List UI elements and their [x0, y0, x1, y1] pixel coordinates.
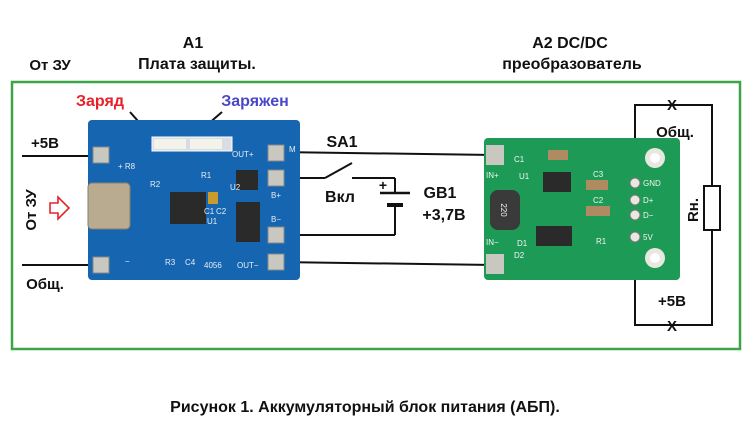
svg-text:R3: R3 [165, 258, 176, 267]
svg-text:U1: U1 [519, 172, 530, 181]
svg-text:−: − [125, 257, 130, 266]
battery-plus: + [379, 177, 387, 193]
source-label-top: От ЗУ [29, 57, 71, 74]
svg-text:IN+: IN+ [486, 171, 499, 180]
svg-text:C3: C3 [593, 170, 604, 179]
switch-id: SA1 [326, 134, 357, 151]
charging-led [154, 139, 186, 149]
board-a2-dcdc: 220 C1 IN+ U1 C3 C2 GND D+ D− 5V IN− D1 … [484, 138, 680, 280]
chip-u2 [236, 170, 258, 190]
svg-text:C2: C2 [216, 207, 227, 216]
charging-label: Заряд [76, 93, 124, 110]
switch-on-label: Вкл [325, 189, 355, 206]
board-a1-protection: + R8 OUT+ M B+ B− OUT− 4056 R1 R2 R3 C4 … [87, 120, 300, 280]
svg-text:+ R8: + R8 [118, 162, 136, 171]
svg-text:GND: GND [643, 179, 661, 188]
svg-text:OUT+: OUT+ [232, 150, 254, 159]
svg-text:C1: C1 [514, 155, 525, 164]
svg-text:D−: D− [643, 211, 654, 220]
svg-text:5V: 5V [643, 233, 653, 242]
usb-c-connector [87, 182, 131, 230]
inductor [490, 190, 520, 230]
svg-text:B−: B− [271, 215, 281, 224]
load-label: Rн. [685, 198, 702, 222]
common-right-label: Общ. [656, 124, 694, 141]
cross-mark-top: X [667, 97, 677, 114]
svg-text:C2: C2 [593, 196, 604, 205]
svg-text:U1: U1 [207, 217, 218, 226]
svg-text:D+: D+ [643, 196, 654, 205]
battery-voltage: +3,7В [422, 207, 465, 224]
plus5v-left-label: +5В [31, 135, 59, 152]
chip-mosfet [236, 202, 260, 242]
svg-text:M: M [289, 145, 296, 154]
a1-id: A1 [183, 35, 204, 52]
switch-contact [324, 162, 353, 179]
svg-text:4056: 4056 [204, 261, 222, 270]
a1-name: Плата защиты. [138, 56, 256, 73]
svg-text:U2: U2 [230, 183, 241, 192]
charged-label: Заряжен [221, 93, 289, 110]
diagram-frame [10, 80, 742, 351]
source-label-side: От ЗУ [23, 189, 40, 231]
a2-name: преобразователь [502, 56, 642, 73]
chip-u1 [170, 192, 206, 224]
svg-text:C1: C1 [204, 207, 215, 216]
load-resistor [703, 185, 721, 231]
svg-text:220: 220 [499, 203, 508, 217]
charged-led [190, 139, 222, 149]
svg-text:D1: D1 [517, 239, 528, 248]
svg-text:C4: C4 [185, 258, 196, 267]
battery-id: GB1 [424, 185, 457, 202]
svg-text:R1: R1 [201, 171, 212, 180]
plus5v-right-label: +5В [658, 293, 686, 310]
common-left-label: Общ. [26, 276, 64, 293]
svg-text:OUT−: OUT− [237, 261, 259, 270]
svg-text:R1: R1 [596, 237, 607, 246]
cross-mark-bottom: X [667, 318, 677, 335]
svg-text:IN−: IN− [486, 238, 499, 247]
svg-text:D2: D2 [514, 251, 525, 260]
input-arrow-icon [49, 195, 71, 221]
a2-id: A2 DC/DC [532, 35, 608, 52]
figure-caption: Рисунок 1. Аккумуляторный блок питания (… [170, 399, 560, 416]
svg-text:R2: R2 [150, 180, 161, 189]
svg-text:B+: B+ [271, 191, 281, 200]
